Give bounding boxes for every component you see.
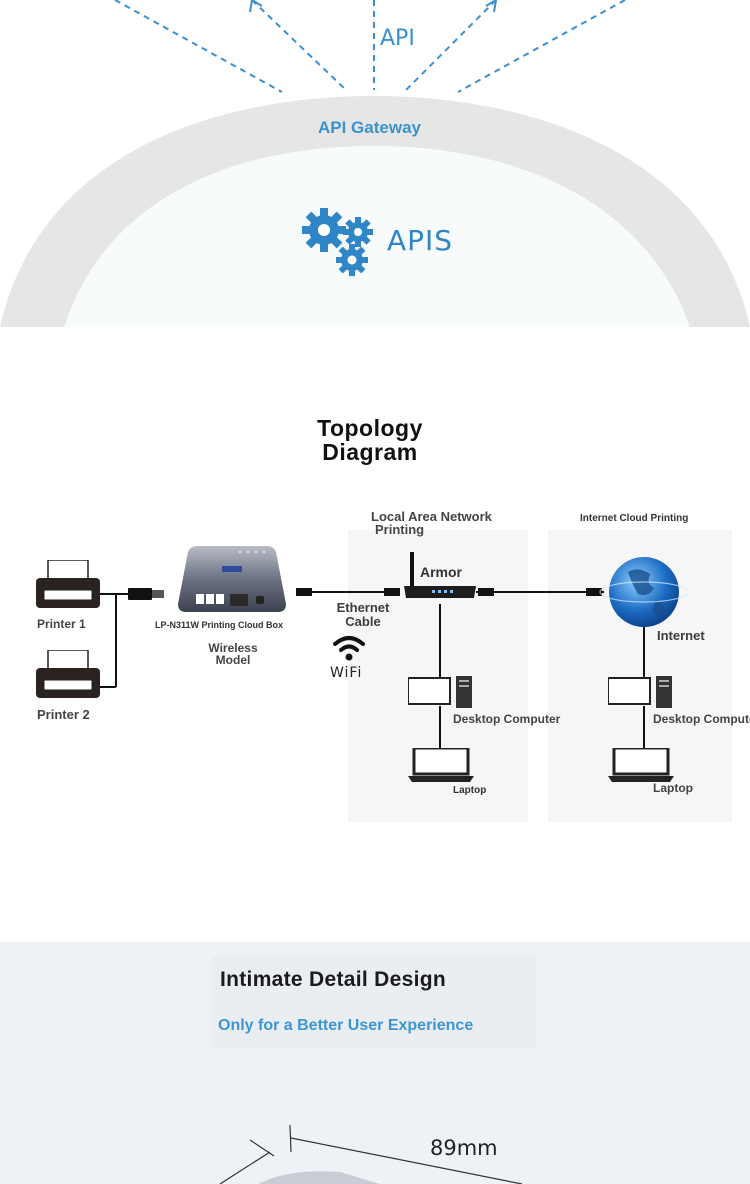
printer-1-label: Printer 1 — [37, 617, 86, 631]
topology-title: Topology Diagram — [290, 416, 450, 464]
ethernet-line2: Cable — [345, 614, 381, 629]
wifi-icon — [332, 634, 366, 664]
wireless-model-label: Wireless Model — [204, 642, 262, 666]
gears-icon — [300, 204, 378, 280]
dimension-label: 89mm — [430, 1136, 498, 1160]
cable-connectors — [128, 588, 602, 600]
detail-title: Intimate Detail Design — [220, 968, 446, 991]
wireless-line2: Model — [215, 653, 251, 667]
cables — [100, 591, 645, 750]
inner-arch — [64, 146, 690, 327]
detail-title-panel — [212, 956, 536, 1048]
desktop-left-icon — [408, 676, 474, 708]
printer-2-icon — [36, 650, 100, 700]
device-name-label: LP-N311W Printing Cloud Box — [155, 620, 284, 630]
api-label: API — [380, 26, 415, 51]
device-edge — [258, 1171, 380, 1184]
laptop-right-label: Laptop — [653, 781, 693, 795]
api-dashed-lines — [114, 0, 626, 93]
wireless-line1: Wireless — [208, 641, 258, 655]
detail-section: Intimate Detail Design Only for a Better… — [0, 942, 750, 1184]
apis-label: APIS — [387, 224, 454, 257]
api-gateway-label: API Gateway — [318, 118, 421, 137]
api-section: API API Gateway — [0, 0, 750, 330]
globe-icon — [598, 554, 688, 628]
lan-line1: Local Area Network — [371, 509, 492, 524]
laptop-left-icon — [408, 748, 474, 782]
laptop-right-icon — [608, 748, 674, 782]
router-label: Armor — [420, 564, 463, 580]
laptop-left-label: Laptop — [453, 785, 487, 796]
api-arrowheads — [249, 0, 498, 13]
cloud-printing-label: Internet Cloud Printing — [580, 513, 689, 524]
ethernet-cable-label: Ethernet Cable — [330, 601, 396, 629]
topology-graphic — [100, 530, 732, 822]
internet-label: Internet — [657, 628, 705, 643]
topology-title-line1: Topology — [317, 415, 423, 441]
printer-1-icon — [36, 560, 100, 610]
desktop-right-icon — [608, 676, 674, 708]
router-icon — [402, 552, 478, 604]
dimension-graphic — [219, 1124, 523, 1184]
lan-printing-label: Local Area Network Printing — [371, 510, 492, 536]
api-arch-graphic — [0, 0, 750, 327]
wifi-label: WiFi — [330, 665, 363, 681]
desktop-left-label: Desktop Computer — [453, 712, 561, 726]
detail-subtitle: Only for a Better User Experience — [218, 1017, 474, 1034]
cloud-box-device-icon — [178, 546, 286, 614]
printer-2-label: Printer 2 — [37, 707, 90, 722]
desktop-right-label: Desktop Computer — [653, 712, 750, 726]
topology-title-line2: Diagram — [322, 439, 418, 465]
topology-section: Topology Diagram — [0, 330, 750, 942]
lan-line2: Printing — [375, 522, 425, 537]
ethernet-line1: Ethernet — [336, 600, 390, 615]
